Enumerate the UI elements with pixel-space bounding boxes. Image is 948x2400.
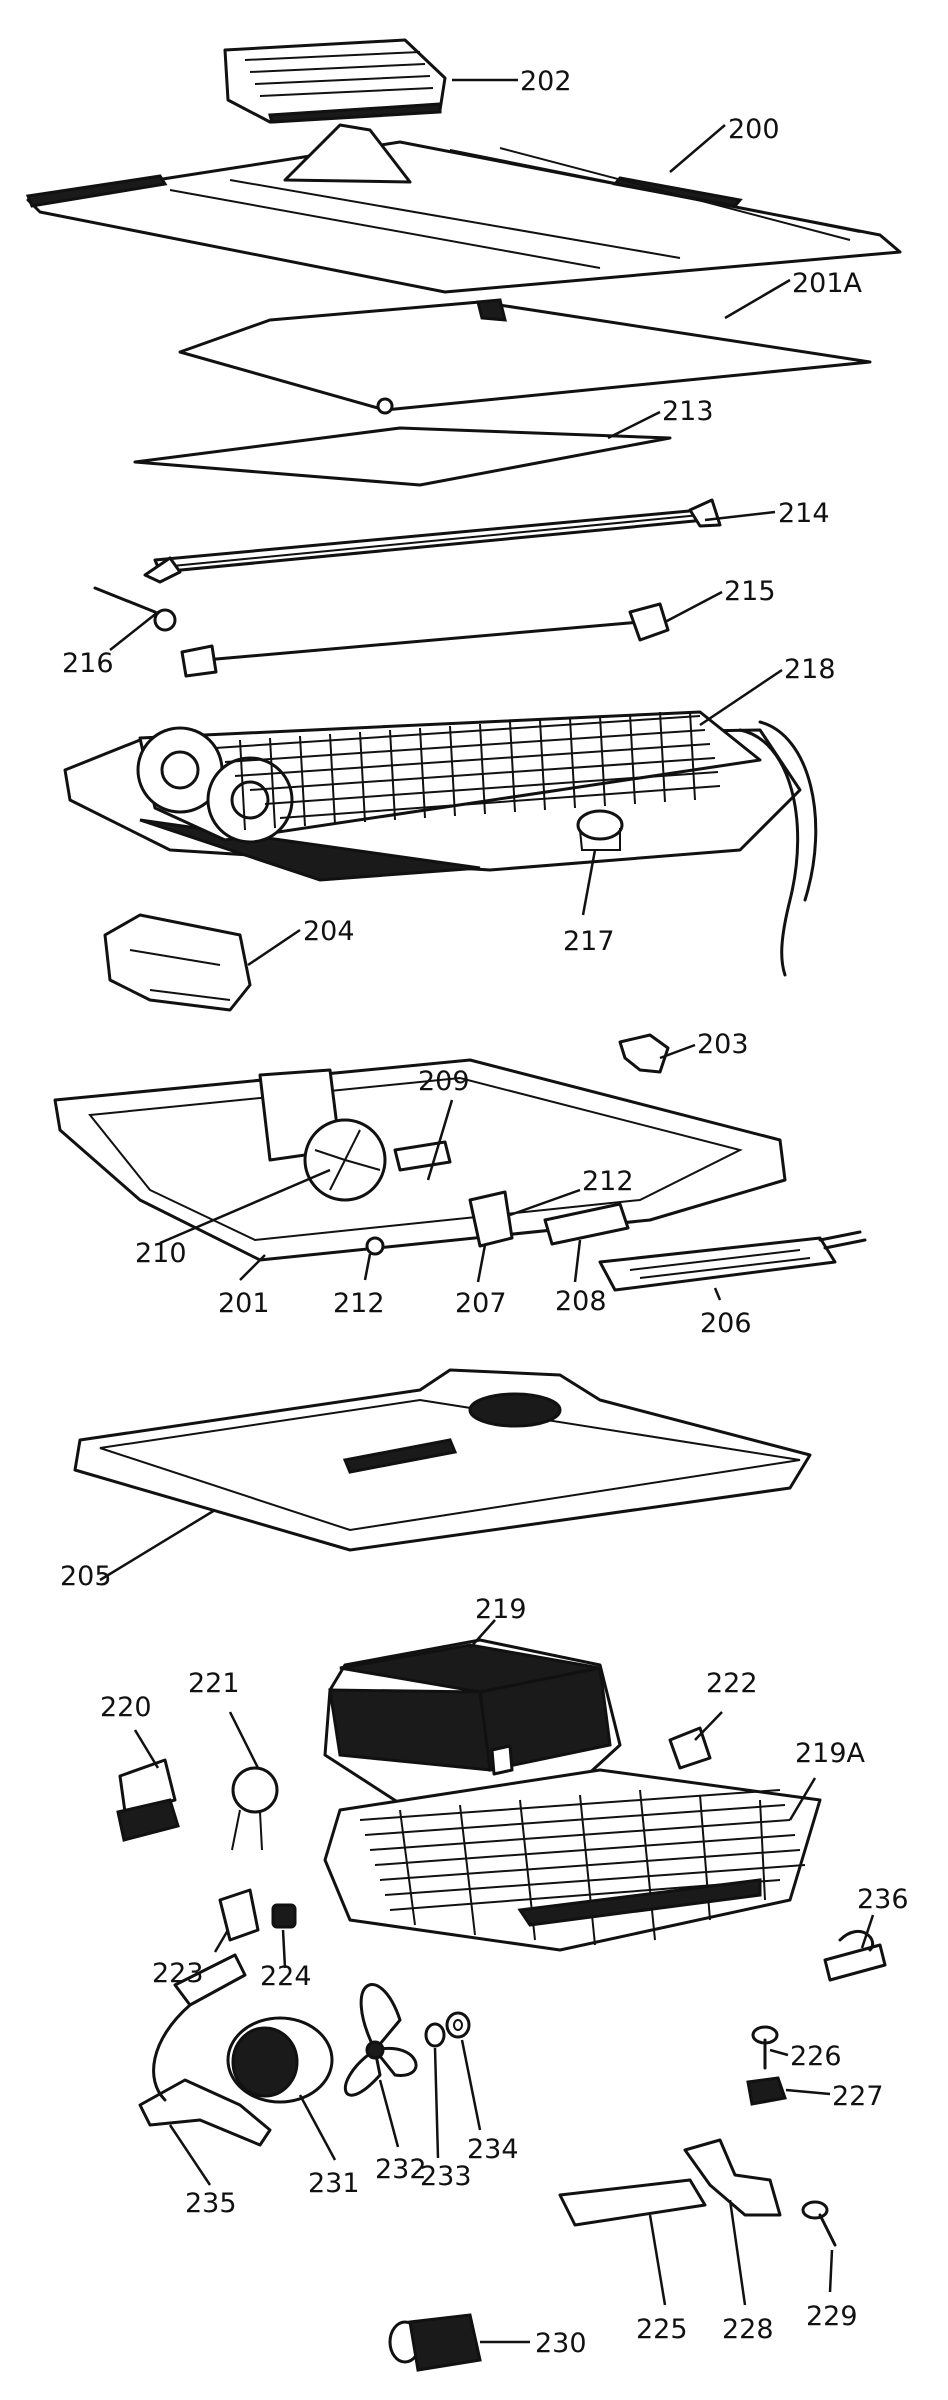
label-213: 213 — [662, 396, 714, 427]
part-219-compressor — [323, 1638, 622, 1812]
label-219: 219 — [475, 1594, 527, 1625]
label-200: 200 — [728, 114, 780, 145]
label-231: 231 — [308, 2168, 360, 2199]
label-208: 208 — [555, 1286, 607, 1317]
label-217: 217 — [563, 926, 615, 957]
label-212-left: 212 — [333, 1288, 385, 1319]
part-222-clip — [668, 1726, 712, 1770]
part-235-fan-bracket — [138, 1953, 272, 2147]
label-219a: 219A — [795, 1738, 866, 1769]
label-222: 222 — [706, 1668, 758, 1699]
part-200-top-shelf — [25, 123, 902, 294]
label-235: 235 — [185, 2188, 237, 2219]
label-203: 203 — [697, 1029, 749, 1060]
part-216-clip — [93, 586, 177, 632]
part-236-spring-clip — [823, 1929, 887, 1982]
label-234: 234 — [467, 2134, 519, 2165]
part-205-lower-frame — [73, 1368, 812, 1552]
callout-labels: 202 200 201A 213 214 215 216 218 204 217… — [60, 66, 909, 2359]
part-230-capacitor — [388, 2313, 482, 2372]
part-220-relay — [116, 1758, 180, 1842]
part-217-plug — [576, 809, 624, 851]
part-206-drain-plate — [598, 1230, 867, 1292]
label-201: 201 — [218, 1288, 270, 1319]
part-201a-panel — [178, 298, 872, 415]
label-236: 236 — [857, 1884, 909, 1915]
part-215-rod — [180, 602, 670, 678]
part-232-fan-blade — [343, 1983, 418, 2097]
part-204-bracket — [103, 913, 252, 1012]
part-229-bolt — [801, 2200, 837, 2247]
part-225-strap — [558, 2178, 707, 2227]
label-206: 206 — [700, 1308, 752, 1339]
label-216: 216 — [62, 648, 114, 679]
label-223: 223 — [152, 1958, 204, 1989]
label-224: 224 — [260, 1961, 312, 1992]
part-227-nut — [746, 2076, 787, 2106]
label-215: 215 — [724, 576, 776, 607]
label-233: 233 — [420, 2161, 472, 2192]
label-227: 227 — [832, 2081, 884, 2112]
label-220: 220 — [100, 1692, 152, 1723]
label-202: 202 — [520, 66, 572, 97]
part-228-bracket — [683, 2138, 782, 2217]
part-233-washer — [424, 2022, 446, 2048]
label-232: 232 — [375, 2154, 427, 2185]
part-223-bracket — [218, 1888, 260, 1942]
leader-lines — [99, 78, 875, 2344]
label-205: 205 — [60, 1561, 112, 1592]
part-214-trim-strip — [143, 498, 722, 584]
label-229: 229 — [806, 2301, 858, 2332]
label-214: 214 — [778, 498, 830, 529]
part-201-base-tray — [53, 1058, 787, 1262]
label-212-right: 212 — [582, 1166, 634, 1197]
label-210: 210 — [135, 1238, 187, 1269]
label-225: 225 — [636, 2314, 688, 2345]
part-226-screw — [751, 2025, 779, 2070]
part-202-grille — [223, 38, 447, 124]
label-228: 228 — [722, 2314, 774, 2345]
label-209: 209 — [418, 1066, 470, 1097]
part-213-gasket — [133, 426, 672, 487]
part-219a-condenser — [323, 1768, 822, 1952]
part-221-overload — [231, 1766, 279, 1851]
label-201a: 201A — [792, 268, 863, 299]
label-204: 204 — [303, 916, 355, 947]
label-226: 226 — [790, 2041, 842, 2072]
label-207: 207 — [455, 1288, 507, 1319]
part-224-grommet — [271, 1903, 297, 1929]
part-234-washer — [445, 2011, 471, 2039]
part-203-clip — [618, 1033, 670, 1074]
label-218: 218 — [784, 654, 836, 685]
label-221: 221 — [188, 1668, 240, 1699]
part-231-fan-motor — [226, 2016, 334, 2104]
label-230: 230 — [535, 2328, 587, 2359]
